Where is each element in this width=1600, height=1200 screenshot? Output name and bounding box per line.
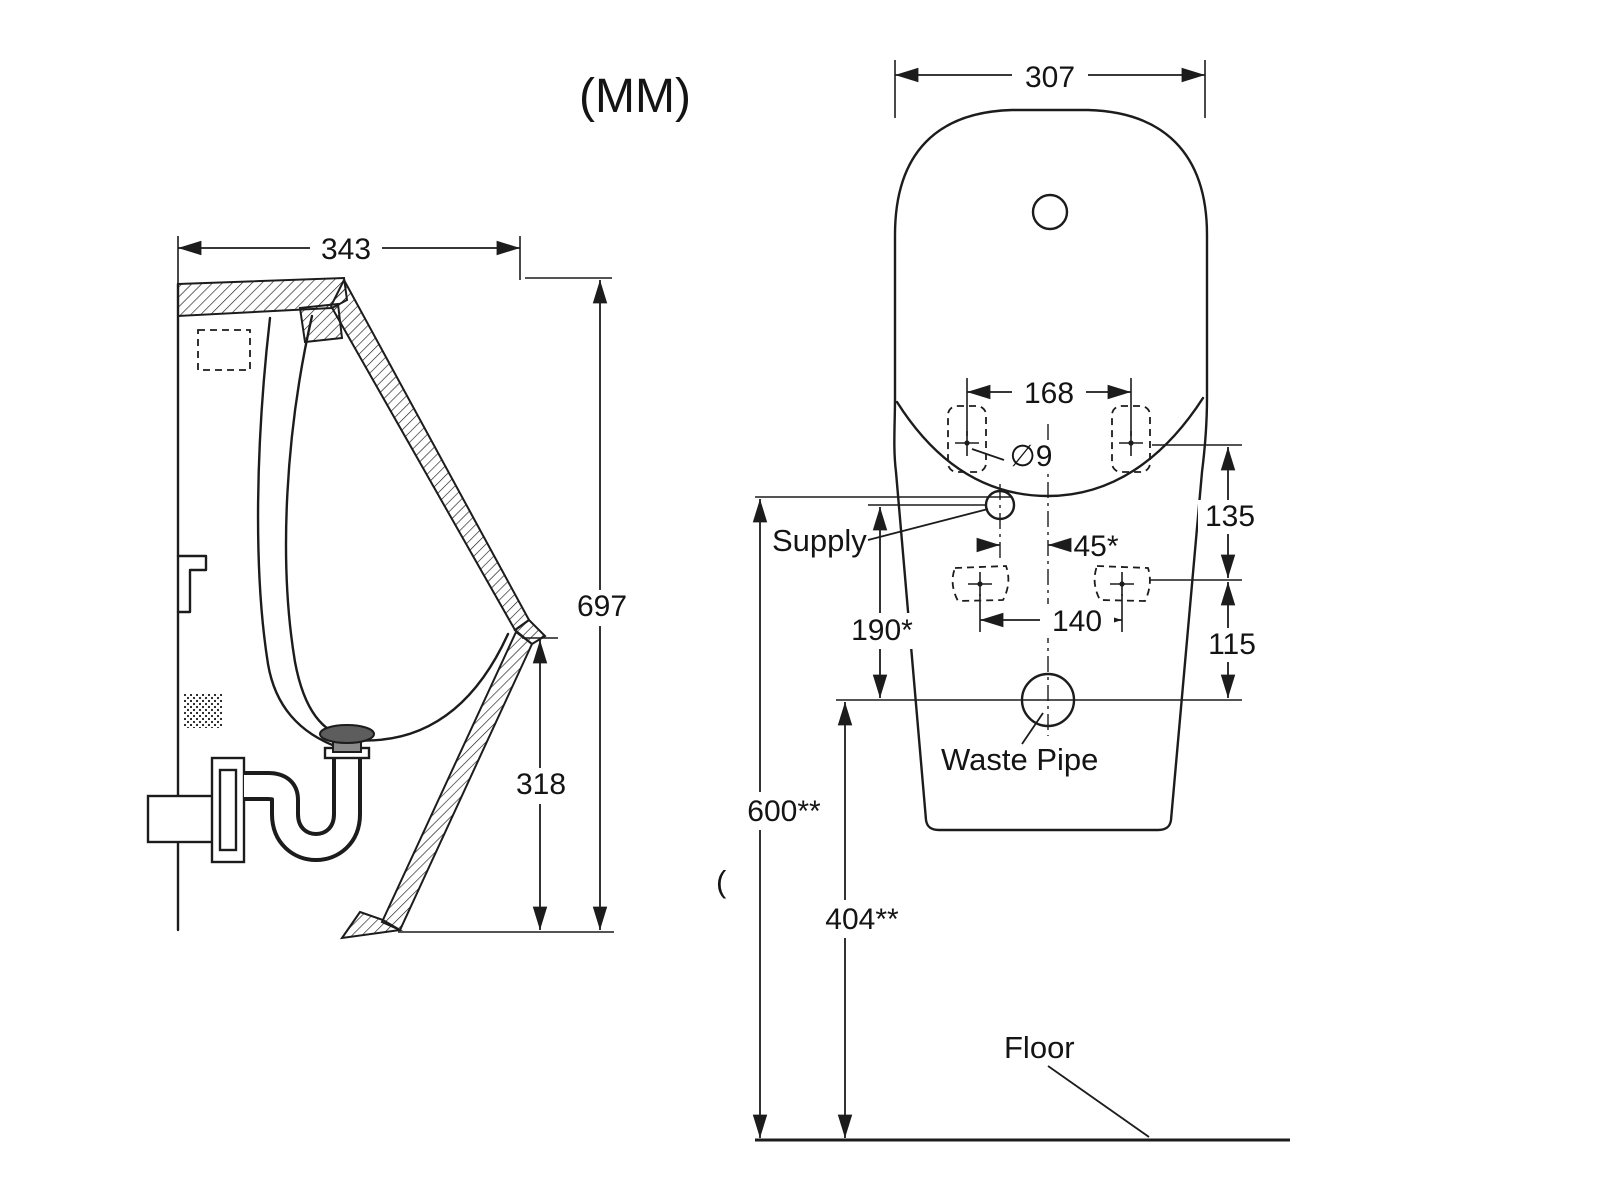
dim-top-hole-spacing-label: 168 — [1024, 377, 1074, 410]
dim-side-lower-height-label: 318 — [516, 768, 566, 801]
dim-hole-to-waste-label: 115 — [1208, 628, 1256, 661]
side-step-detail — [176, 554, 208, 614]
dim-lower-hole-spacing-label: 140 — [1052, 605, 1102, 638]
mount-hole-low-right-center — [1110, 572, 1134, 596]
mount-hole-low-right — [1093, 565, 1151, 602]
front-view: 307 168 ∅9 135 115 — [716, 60, 1290, 1142]
wall-outlet-pipe — [146, 794, 216, 844]
dim-waste-height: 404** — [812, 702, 912, 1138]
dim-side-lower-height: 318 — [504, 637, 578, 930]
dim-hole-diameter-label: ∅9 — [1010, 440, 1053, 473]
waste-pipe-callout: Waste Pipe — [941, 712, 1098, 777]
dim-hole-diameter: ∅9 — [971, 440, 1056, 473]
dim-side-width-label: 343 — [321, 233, 371, 266]
dim-side-height: 697 — [398, 277, 640, 933]
dim-waste-height-label: 404** — [825, 903, 899, 936]
side-bowl-back-line — [256, 316, 342, 750]
supply-callout: Supply — [772, 508, 989, 558]
spreader-hole — [1031, 193, 1069, 231]
outlet-flange-inner — [218, 768, 238, 852]
side-front-wall-section — [329, 277, 531, 632]
dim-side-width: 343 — [177, 232, 521, 286]
waste-hole — [1020, 672, 1076, 728]
side-section-view: 343 697 318 — [146, 232, 640, 940]
side-speckle-block — [184, 694, 222, 728]
mount-hole-low-left-center — [968, 572, 992, 596]
dim-supply-height: 600** — [734, 499, 834, 1138]
waste-pipe-label: Waste Pipe — [941, 742, 1098, 777]
dim-front-width-label: 307 — [1025, 61, 1075, 94]
side-bracket-dashed — [197, 329, 251, 371]
floor: Floor — [755, 1030, 1290, 1142]
p-trap-bore — [244, 756, 358, 858]
dim-hole-to-supply-label: 135 — [1205, 500, 1255, 533]
dim-top-hole-spacing: 168 — [966, 376, 1132, 436]
dim-supply-height-label: 600** — [747, 795, 821, 828]
dim-hole-to-supply: 135 — [1150, 444, 1262, 581]
dim-supply-to-waste: 190* — [840, 504, 986, 698]
dim-lower-hole-spacing: 140 — [979, 594, 1123, 638]
dim-supply-offset-label: 45* — [1073, 530, 1118, 563]
dim-front-width: 307 — [894, 60, 1206, 118]
side-bowl-inner-line — [284, 314, 510, 742]
front-body-outline — [893, 108, 1209, 832]
dim-hole-to-waste: 115 — [1200, 582, 1264, 698]
side-foot-section — [339, 910, 403, 940]
mount-hole-low-left — [951, 565, 1010, 602]
side-top-tab-section — [298, 302, 344, 344]
supply-label: Supply — [772, 523, 867, 558]
stray-glyph: ( — [716, 864, 727, 899]
units-title: (MM) — [579, 70, 691, 123]
dim-supply-offset: 45* — [976, 530, 1119, 563]
dim-side-height-label: 697 — [577, 590, 627, 623]
drain-cap — [319, 724, 375, 744]
floor-label: Floor — [1004, 1030, 1075, 1065]
dim-supply-to-waste-label: 190* — [851, 614, 913, 647]
